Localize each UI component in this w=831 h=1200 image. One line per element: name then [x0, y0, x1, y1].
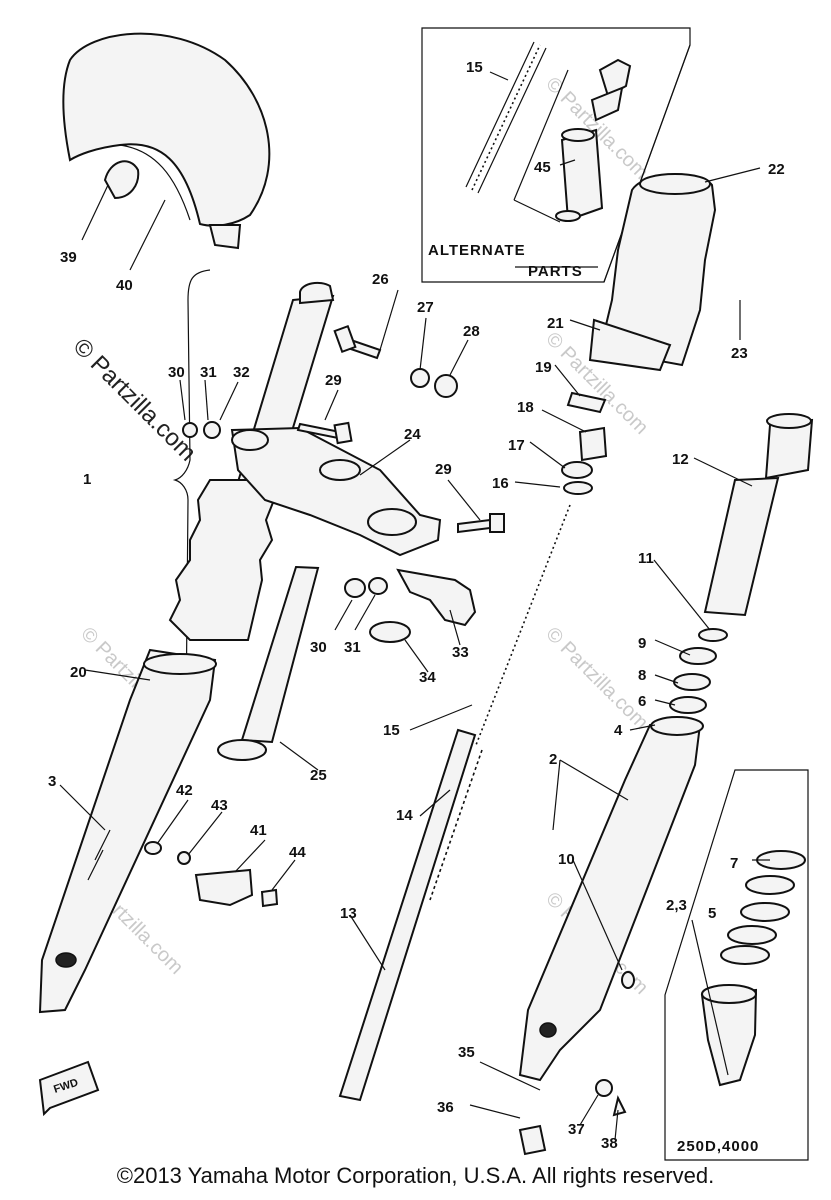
callout-32: 32	[233, 364, 250, 381]
callout-labels: 15 45 22 21 23 19 18 17 16 12 11 9 8 6 4…	[48, 59, 785, 1152]
callout-31: 31	[200, 364, 217, 381]
watermark-text-large: © Partzilla.com	[68, 333, 201, 466]
callout-15: 15	[466, 59, 483, 76]
callout-31: 31	[344, 639, 361, 656]
callout-30: 30	[310, 639, 327, 656]
callout-45: 45	[534, 159, 551, 176]
callout-34: 34	[419, 669, 436, 686]
callout-42: 42	[176, 782, 193, 799]
callout-16: 16	[492, 475, 509, 492]
left-fork-assembly	[38, 269, 335, 1014]
callout-30: 30	[168, 364, 185, 381]
alt-spring	[465, 41, 547, 194]
callout-25: 25	[310, 767, 327, 784]
leader-lines	[59, 71, 770, 1141]
callout-8: 8	[638, 667, 646, 684]
callout-39: 39	[60, 249, 77, 266]
callout-24: 24	[404, 426, 421, 443]
callout-35: 35	[458, 1044, 475, 1061]
callout-2-3: 2,3	[666, 897, 687, 914]
callout-2: 2	[549, 751, 557, 768]
lower-bracket	[217, 565, 477, 761]
watermark-text: © Partzilla.com	[541, 623, 652, 734]
callout-12: 12	[672, 451, 689, 468]
callout-27: 27	[417, 299, 434, 316]
callout-29: 29	[435, 461, 452, 478]
upper-bracket	[230, 426, 442, 557]
callout-3: 3	[48, 773, 56, 790]
callout-6: 6	[638, 693, 646, 710]
callout-4: 4	[614, 722, 623, 739]
callout-26: 26	[372, 271, 389, 288]
alt-spacer	[555, 58, 632, 222]
callout-19: 19	[535, 359, 552, 376]
callout-23: 23	[731, 345, 748, 362]
right-fork-assembly	[518, 173, 814, 1156]
callout-10: 10	[558, 851, 575, 868]
callout-43: 43	[211, 797, 228, 814]
callout-38: 38	[601, 1135, 618, 1152]
callout-44: 44	[289, 844, 306, 861]
callout-36: 36	[437, 1099, 454, 1116]
callout-37: 37	[568, 1121, 585, 1138]
callout-15: 15	[383, 722, 400, 739]
model-variant-label: 250D,4000	[677, 1138, 759, 1155]
alternate-parts-label: PARTS	[528, 263, 583, 280]
callout-9: 9	[638, 635, 646, 652]
callout-20: 20	[70, 664, 87, 681]
callout-11: 11	[638, 550, 654, 567]
callout-22: 22	[768, 161, 785, 178]
callout-5: 5	[708, 905, 716, 922]
alternate-parts-box: ALTERNATE PARTS	[421, 27, 691, 283]
callout-28: 28	[463, 323, 480, 340]
callout-21: 21	[547, 315, 564, 332]
model-variant-box: 250D,4000	[664, 769, 809, 1161]
callout-18: 18	[517, 399, 534, 416]
callout-40: 40	[116, 277, 133, 294]
callout-14: 14	[396, 807, 413, 824]
center-fork-parts	[338, 391, 608, 1102]
callout-13: 13	[340, 905, 357, 922]
callout-17: 17	[508, 437, 525, 454]
alternate-parts-label: ALTERNATE	[428, 242, 526, 259]
callout-33: 33	[452, 644, 469, 661]
fwd-arrow: FWD	[38, 1060, 100, 1117]
callout-29: 29	[325, 372, 342, 389]
axle-clamp-hardware	[144, 841, 279, 908]
callout-7: 7	[730, 855, 738, 872]
copyright-footer: ©2013 Yamaha Motor Corporation, U.S.A. A…	[116, 1163, 715, 1188]
front-fender	[62, 32, 271, 250]
callout-41: 41	[250, 822, 267, 839]
callout-1: 1	[83, 471, 91, 488]
